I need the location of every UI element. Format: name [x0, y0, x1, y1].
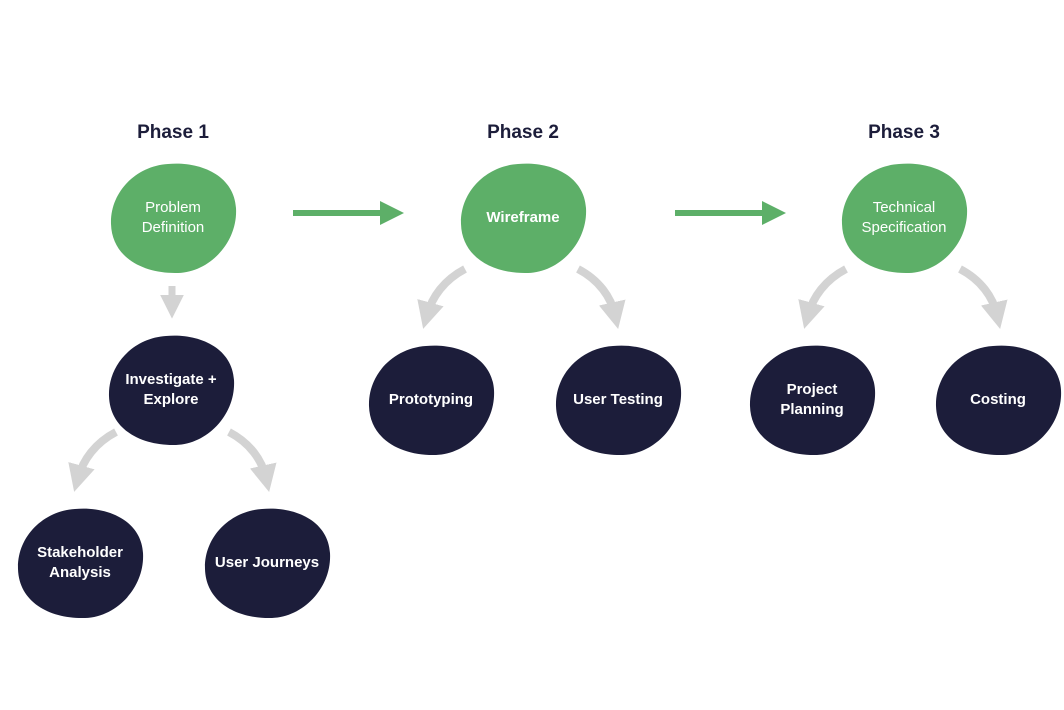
green-blob-shape — [110, 163, 237, 274]
navy-blob-shape — [17, 508, 144, 619]
technical-specification-node: Technical Specification — [841, 162, 968, 274]
investigate-to-stakeholder-arrow — [68, 428, 118, 492]
wireframe-to-prototyping-arrow — [417, 265, 467, 329]
technical-to-planning-arrow — [798, 265, 848, 329]
problem-definition-node: Problem Definition — [110, 162, 237, 274]
wireframe-to-testing-arrow — [576, 265, 626, 330]
user-journeys-node: User Journeys — [204, 507, 331, 619]
navy-blob-shape — [935, 345, 1062, 456]
project-planning-label: Project Planning — [780, 381, 844, 418]
navy-blob-shape — [749, 345, 876, 456]
project-planning-node: Project Planning — [749, 344, 876, 456]
user-testing-label: User Testing — [573, 391, 663, 408]
green-blob-shape — [841, 163, 968, 274]
user-journeys-label: User Journeys — [214, 554, 320, 571]
investigate-explore-label: Investigate + Explore — [125, 371, 217, 408]
navy-blob-shape — [368, 345, 495, 456]
costing-node: Costing — [935, 344, 1062, 456]
wireframe-node: Wireframe — [460, 162, 587, 274]
green-blob-shape — [460, 163, 587, 274]
phase-2-title: Phase 2 — [487, 122, 559, 143]
phase-1-title: Phase 1 — [137, 122, 209, 143]
stakeholder-analysis-node: Stakeholder Analysis — [17, 507, 144, 619]
problem-definition-label: Problem Definition — [141, 199, 205, 236]
costing-label: Costing — [970, 391, 1026, 408]
prototyping-label: Prototyping — [388, 391, 474, 408]
phase-3-title: Phase 3 — [868, 122, 940, 143]
wireframe-label: Wireframe — [486, 209, 560, 226]
technical-to-costing-arrow — [958, 265, 1008, 330]
technical-specification-label: Technical Specification — [861, 199, 947, 236]
investigate-explore-node: Investigate + Explore — [108, 334, 235, 446]
prototyping-node: Prototyping — [368, 344, 495, 456]
navy-blob-shape — [555, 345, 682, 456]
stakeholder-analysis-label: Stakeholder Analysis — [37, 544, 123, 581]
user-testing-node: User Testing — [555, 344, 682, 456]
navy-blob-shape — [108, 335, 235, 446]
investigate-to-journeys-arrow — [227, 428, 277, 493]
navy-blob-shape — [204, 508, 331, 619]
